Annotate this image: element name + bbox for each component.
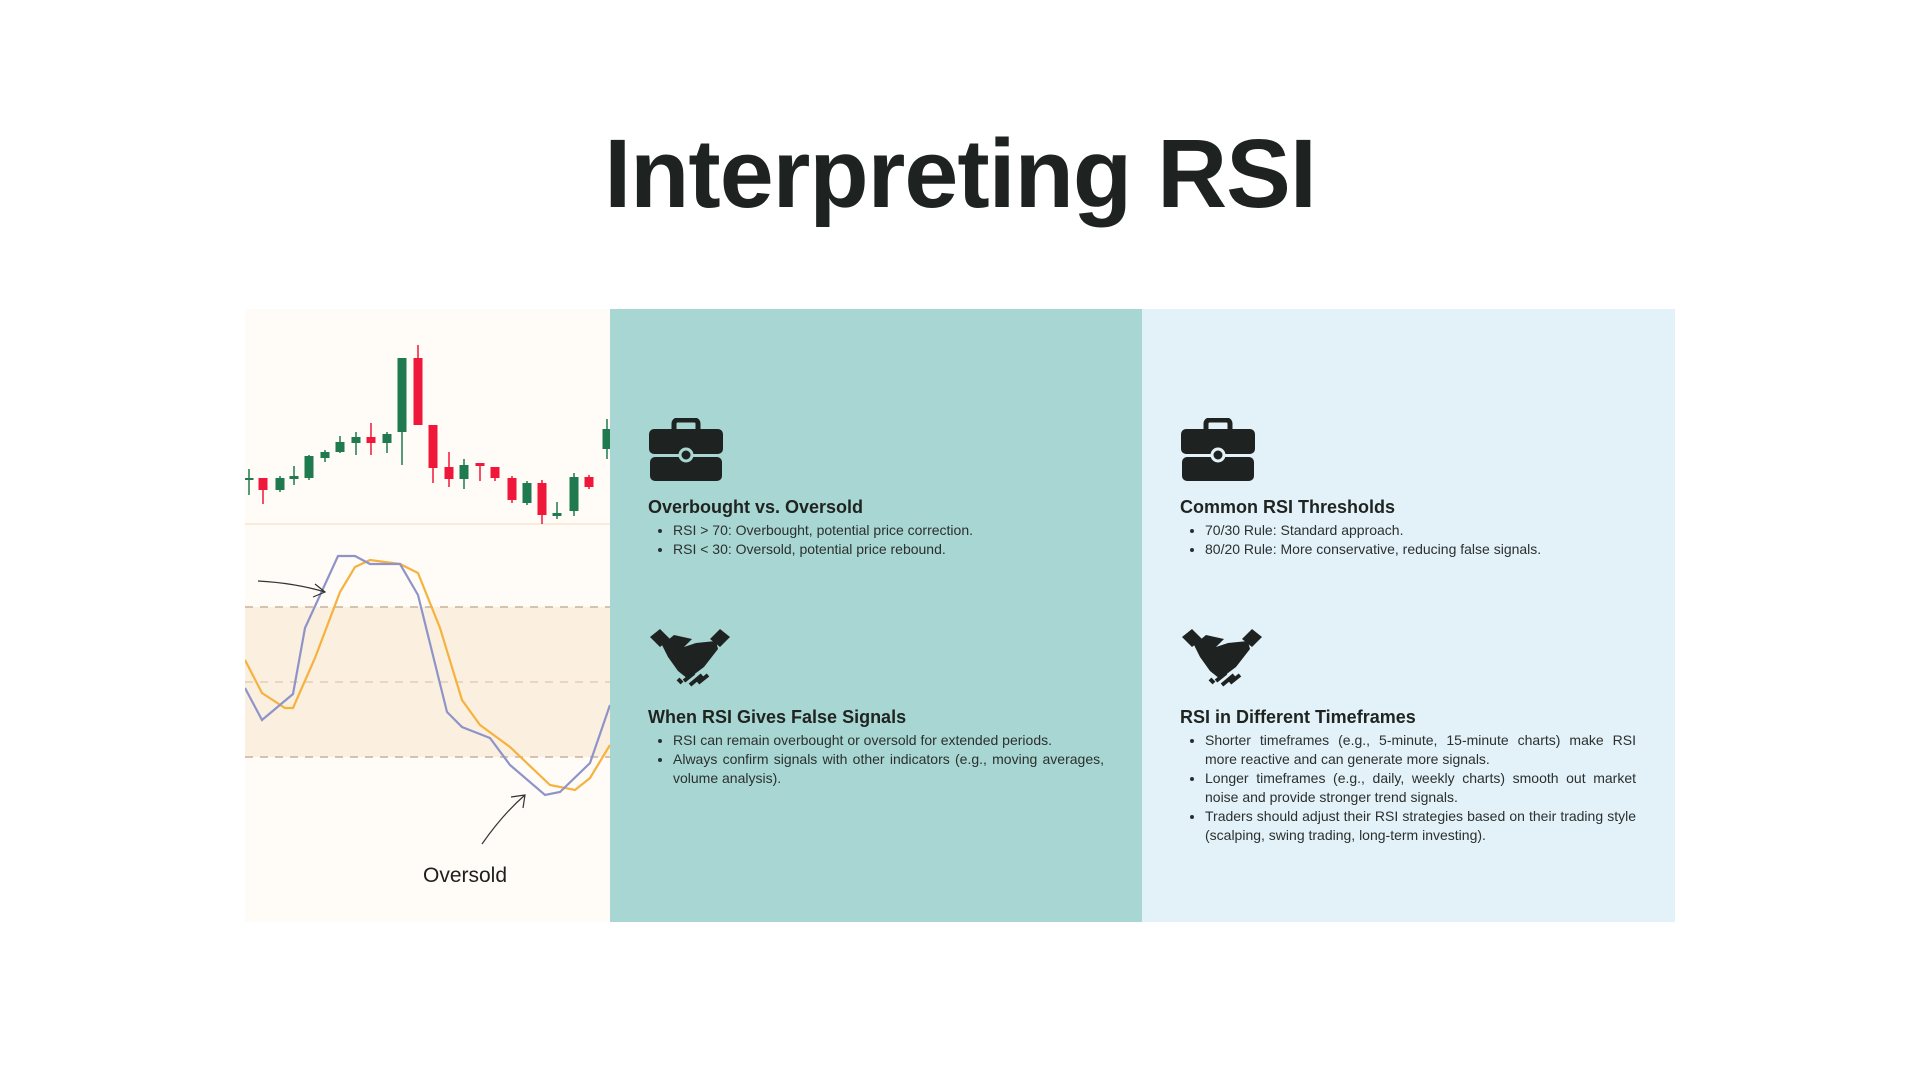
rsi-chart-graphic xyxy=(245,345,610,845)
candle-body xyxy=(320,452,330,458)
candle-body xyxy=(382,434,392,443)
page-title: Interpreting RSI xyxy=(604,119,1317,228)
candle-body xyxy=(459,465,469,479)
candle-body xyxy=(569,477,579,511)
candle-body xyxy=(413,358,423,425)
rsi-chart-illustration: Oversold xyxy=(245,309,610,922)
arrowhead-icon xyxy=(510,794,526,809)
candle-body xyxy=(428,425,438,468)
bullet-item: 70/30 Rule: Standard approach. xyxy=(1205,521,1636,540)
overbought-arrow xyxy=(257,580,326,593)
briefcase-icon xyxy=(649,418,723,481)
candle-body xyxy=(275,478,285,490)
candle-body xyxy=(475,463,485,466)
bullet-item: RSI can remain overbought or oversold fo… xyxy=(673,731,1104,750)
blue-column: Common RSI Thresholds 70/30 Rule: Standa… xyxy=(1142,309,1675,922)
signal-line xyxy=(245,558,610,792)
bullet-list: RSI > 70: Overbought, potential price co… xyxy=(648,521,1104,559)
section-heading: When RSI Gives False Signals xyxy=(648,707,907,727)
candlesticks xyxy=(245,345,610,524)
bullet-item: Traders should adjust their RSI strategi… xyxy=(1205,807,1636,845)
candle-body xyxy=(289,476,299,479)
candle-body xyxy=(245,478,254,480)
candle-body xyxy=(397,358,407,432)
section-heading: Common RSI Thresholds xyxy=(1180,497,1396,517)
handshake-icon xyxy=(1182,629,1262,687)
teal-column: Overbought vs. Oversold RSI > 70: Overbo… xyxy=(610,309,1142,922)
bullet-item: Longer timeframes (e.g., daily, weekly c… xyxy=(1205,769,1636,807)
candle-body xyxy=(584,477,594,487)
candle-body xyxy=(444,467,454,479)
briefcase-icon xyxy=(1181,418,1255,481)
section-false-signals: When RSI Gives False Signals RSI can rem… xyxy=(648,627,1104,788)
section-heading: Overbought vs. Oversold xyxy=(648,497,864,517)
section-common-thresholds: Common RSI Thresholds 70/30 Rule: Standa… xyxy=(1180,418,1636,559)
arrowhead-icon xyxy=(312,583,327,598)
bullet-list: RSI can remain overbought or oversold fo… xyxy=(648,731,1104,788)
candle-body xyxy=(366,437,376,443)
section-heading: RSI in Different Timeframes xyxy=(1180,707,1416,727)
candle-body xyxy=(507,478,517,500)
candle-body xyxy=(602,429,610,449)
candle-body xyxy=(537,483,547,515)
bullet-item: Always confirm signals with other indica… xyxy=(673,750,1104,788)
bullet-item: RSI > 70: Overbought, potential price co… xyxy=(673,521,1104,540)
bullet-list: 70/30 Rule: Standard approach. 80/20 Rul… xyxy=(1180,521,1636,559)
section-overbought-oversold: Overbought vs. Oversold RSI > 70: Overbo… xyxy=(648,418,1104,559)
bullet-item: RSI < 30: Oversold, potential price rebo… xyxy=(673,540,1104,559)
bullet-item: Shorter timeframes (e.g., 5-minute, 15-m… xyxy=(1205,731,1636,769)
candle-body xyxy=(335,442,345,452)
rsi-line xyxy=(245,554,610,797)
candle-body xyxy=(351,437,361,443)
candle-body xyxy=(522,483,532,503)
candle-body xyxy=(490,467,500,478)
candle-body xyxy=(304,456,314,478)
bullet-list: Shorter timeframes (e.g., 5-minute, 15-m… xyxy=(1180,731,1636,845)
handshake-icon xyxy=(650,629,730,687)
candle-body xyxy=(258,478,268,490)
oversold-label: Oversold xyxy=(423,864,508,887)
section-timeframes: RSI in Different Timeframes Shorter time… xyxy=(1180,627,1636,845)
candle-body xyxy=(552,513,562,516)
oversold-arrow xyxy=(481,794,526,845)
bullet-item: 80/20 Rule: More conservative, reducing … xyxy=(1205,540,1636,559)
